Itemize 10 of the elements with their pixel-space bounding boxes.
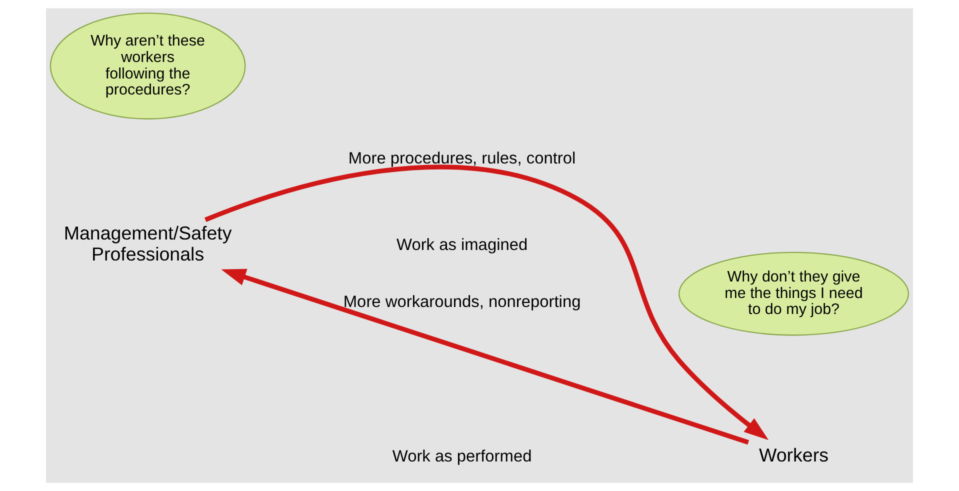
arrow bbox=[221, 268, 750, 445]
label: Work as imagined bbox=[396, 236, 528, 254]
label: Work as performed bbox=[392, 447, 532, 466]
node-ellipse: Why don’t they give me the things I need to do my job? bbox=[678, 252, 909, 336]
node-ellipse: Why aren’t these workers following the procedures? bbox=[50, 12, 246, 120]
edge-label: More workarounds, nonreporting bbox=[343, 292, 581, 311]
node-text: Management/Safety Professionals bbox=[64, 222, 232, 265]
arrow bbox=[204, 164, 769, 440]
edge-label: More procedures, rules, control bbox=[348, 150, 576, 168]
node-text: Workers bbox=[759, 444, 829, 466]
